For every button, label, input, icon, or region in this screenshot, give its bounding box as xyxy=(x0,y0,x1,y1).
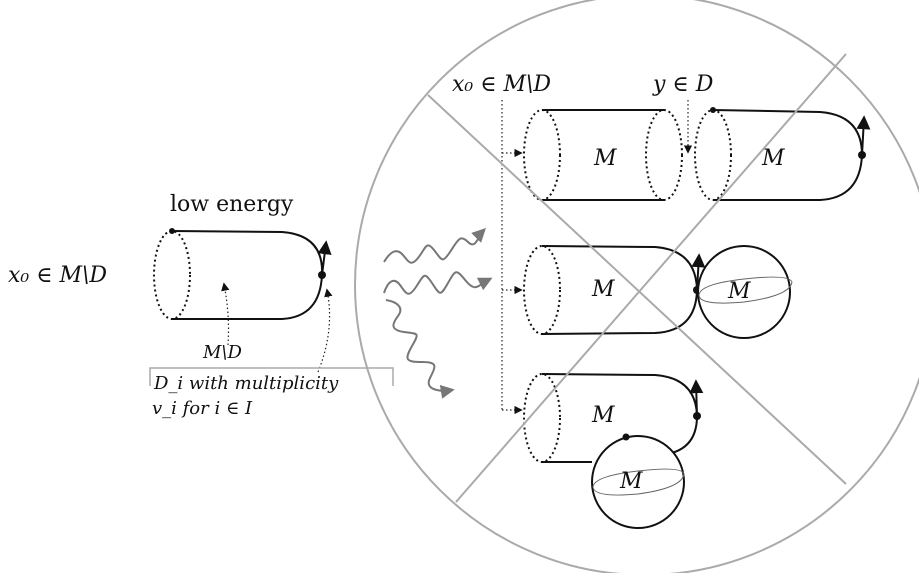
row3-bubble-point xyxy=(622,433,630,441)
row2-bubble-label: M xyxy=(727,279,751,304)
row3-bubble-label: M xyxy=(619,469,643,494)
wavy-arrow-top xyxy=(383,228,486,264)
row-3-bubble-side: M M xyxy=(523,373,704,529)
low-energy-title: low energy xyxy=(170,192,294,217)
wavy-arrow-middle xyxy=(383,271,493,295)
cylinder-left-boundary xyxy=(153,230,191,320)
wavy-arrow-bottom xyxy=(385,299,455,399)
low-energy-cylinder xyxy=(153,228,332,320)
row1b-point xyxy=(710,107,716,113)
row3-bubble-equator xyxy=(592,468,685,496)
pointer-interior xyxy=(221,282,230,346)
row2-left-end xyxy=(523,245,561,335)
crossed-circle xyxy=(354,0,919,573)
y-label: y ∈ D xyxy=(652,72,714,97)
row3-label: M xyxy=(591,403,615,428)
row1b-arrow xyxy=(856,115,871,156)
cylinder-body xyxy=(171,230,324,320)
x0-label-left-text: x₀ ∈ M\D xyxy=(8,263,107,288)
row2-body xyxy=(541,245,699,335)
row-2-bubble-cap: M M xyxy=(523,245,793,339)
callout-bracket xyxy=(149,367,394,386)
row2-label: M xyxy=(591,277,615,302)
tangent-arrow xyxy=(317,240,332,276)
marked-point-top xyxy=(169,228,175,234)
row2-arrow xyxy=(691,253,706,291)
row1b-body xyxy=(712,109,864,201)
cross-line-2 xyxy=(455,53,847,503)
row2-bubble-equator xyxy=(698,276,793,304)
row1-label: M xyxy=(593,146,617,171)
row3-arrow xyxy=(689,379,704,417)
row1-right-end xyxy=(645,109,683,201)
bubbling-panel: x₀ ∈ M\D y ∈ D M M M xyxy=(354,0,919,573)
cross-line-1 xyxy=(427,94,847,485)
pointer-divisor xyxy=(317,288,333,373)
row-1-breaking: M M xyxy=(523,107,871,201)
low-energy-panel: low energy x₀ ∈ M\D M\D D_i with multipl… xyxy=(8,192,394,419)
row3-bubble xyxy=(591,435,685,529)
row1b-label: M xyxy=(761,146,785,171)
x0-label-right: x₀ ∈ M\D xyxy=(452,72,551,97)
callout-line-2: v_i for i ∈ I xyxy=(152,398,253,419)
row2-bubble xyxy=(697,245,791,339)
x0-label-left: x₀ ∈ M\D xyxy=(8,263,107,288)
wavy-arrows xyxy=(383,228,493,399)
callout-line-1: D_i with multiplicity xyxy=(153,373,339,394)
row1b-left-end xyxy=(694,109,732,201)
interior-label: M\D xyxy=(202,342,242,363)
row1-left-end xyxy=(523,109,561,201)
